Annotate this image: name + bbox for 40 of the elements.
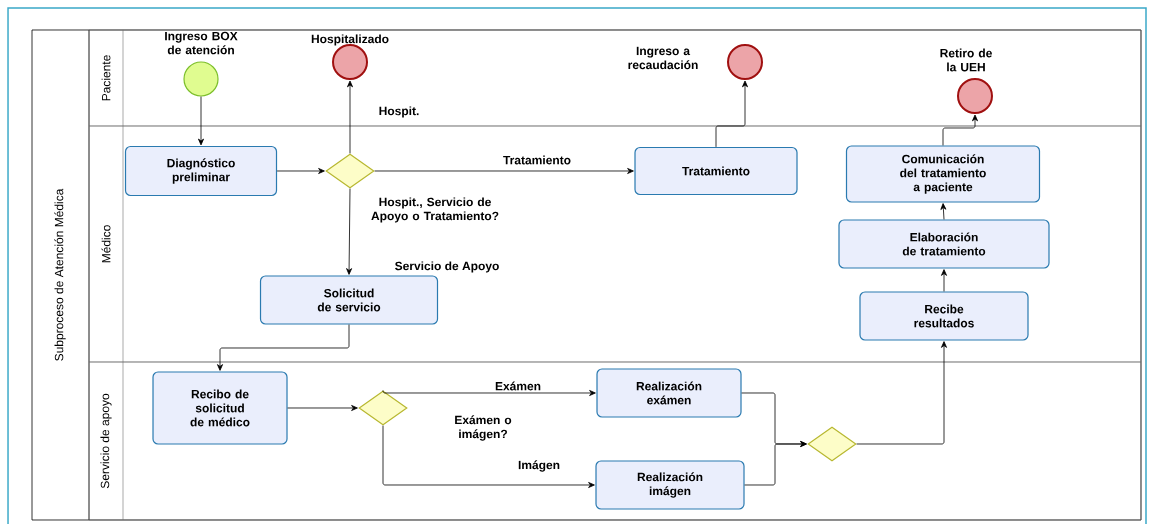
arrow bbox=[856, 341, 947, 445]
arrow bbox=[217, 324, 350, 371]
task-box: Comunicación del tratamiento a paciente bbox=[845, 145, 1041, 203]
arrow bbox=[715, 80, 748, 148]
task-box: Tratamiento bbox=[634, 146, 798, 196]
edge-label: Tratamiento bbox=[502, 154, 572, 166]
arrow bbox=[744, 441, 807, 486]
gateway-diamond bbox=[807, 426, 857, 462]
task-box: Recibo de solicitud de médico bbox=[152, 371, 288, 445]
task-box: Recibe resultados bbox=[859, 291, 1029, 341]
edge-label: Hospit. bbox=[377, 105, 421, 119]
arrow bbox=[942, 114, 978, 146]
arrow bbox=[198, 96, 204, 146]
arrow bbox=[941, 269, 947, 292]
lane-label: Servicio de apoyo bbox=[100, 393, 112, 489]
edge-label: Imágen bbox=[517, 459, 561, 473]
pool-label: Subproceso de Atención Médica bbox=[54, 188, 66, 361]
edge-label: Servicio de Apoyo bbox=[393, 260, 501, 274]
task-box: Realización exámen bbox=[596, 368, 742, 418]
lane-label: Paciente bbox=[101, 55, 111, 101]
arrow bbox=[382, 390, 596, 396]
event-label: Hospitalizado bbox=[311, 34, 389, 46]
arrow bbox=[287, 405, 358, 411]
gateway-question: Hospit., Servicio de Apoyo o Tratamiento? bbox=[371, 197, 499, 223]
arrow bbox=[346, 188, 353, 275]
gateway-question: Exámen o imágen? bbox=[455, 415, 512, 441]
task-box: Elaboración de tratamiento bbox=[838, 219, 1050, 269]
arrow bbox=[940, 203, 947, 220]
arrow bbox=[276, 168, 325, 174]
event-label: Retiro de la UEH bbox=[940, 48, 992, 72]
event-label: Ingreso BOX de atención bbox=[165, 31, 238, 55]
lane-label: Médico bbox=[101, 225, 111, 263]
task-box: Diagnóstico preliminar bbox=[124, 145, 278, 197]
arrow bbox=[374, 168, 634, 174]
event-label: Ingreso a recaudación bbox=[628, 46, 698, 70]
arrow bbox=[347, 80, 353, 154]
task-box: Realización imágen bbox=[595, 460, 745, 510]
task-box: Solicitud de servicio bbox=[259, 275, 439, 325]
arrow bbox=[382, 425, 595, 488]
edge-label: Exámen bbox=[494, 380, 542, 392]
